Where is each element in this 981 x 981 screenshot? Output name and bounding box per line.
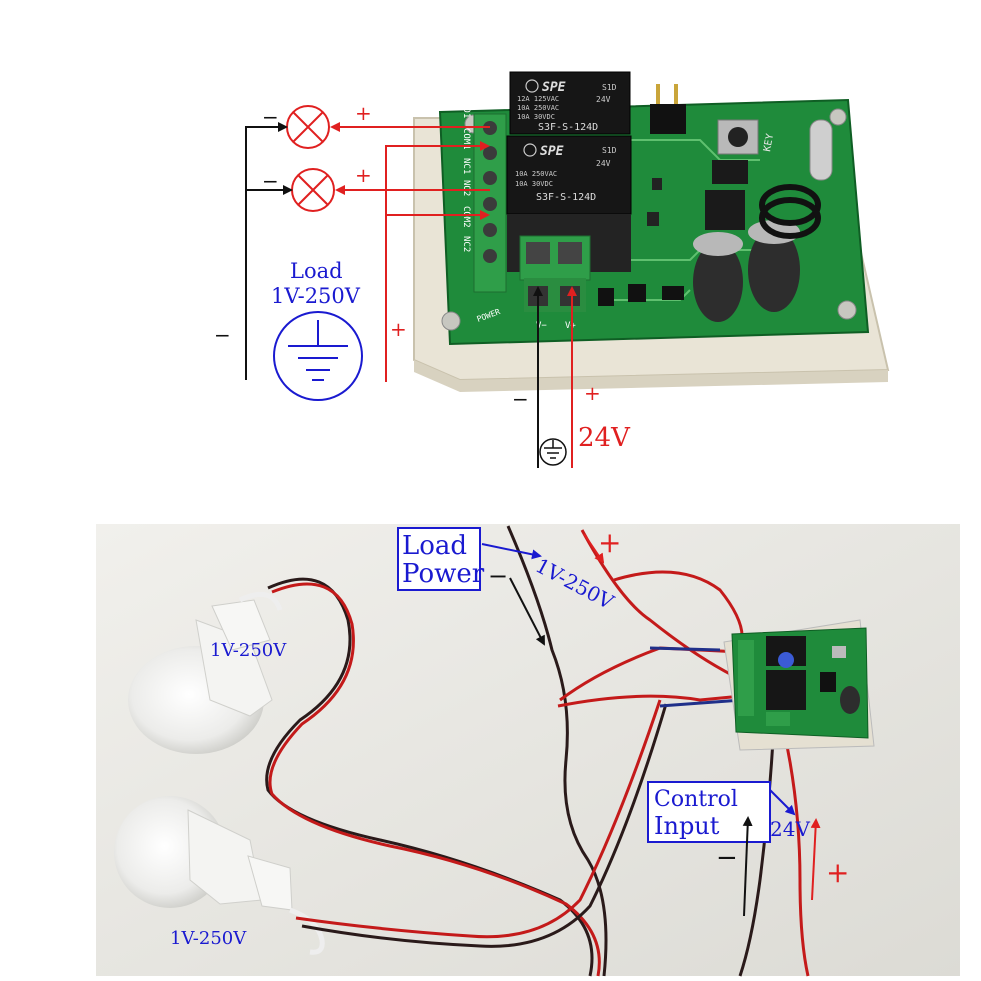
- load-power-minus: −: [488, 562, 508, 590]
- load-power-box: Load Power: [397, 527, 485, 591]
- load-ground-icon: [273, 311, 363, 401]
- power-minus-label: −: [512, 387, 529, 411]
- relay-1-code: S1D: [602, 83, 617, 92]
- photo-relay-board: [723, 619, 875, 751]
- terminal-label-no1: NO1: [461, 102, 471, 118]
- relay-2-code: S1D: [602, 146, 617, 155]
- power-voltage-label: 24V: [578, 423, 631, 453]
- terminal-label-no2: NO2: [461, 180, 471, 196]
- power-plus-label: +: [584, 381, 601, 405]
- terminal-label-com1: COM1: [461, 128, 471, 150]
- bulb-bottom-voltage: 1V-250V: [170, 928, 247, 949]
- bottom-wiring-photo: Load Power 1V-250V − + 1V-250V 1V-250V C…: [96, 524, 960, 977]
- power-ground-icon: [539, 438, 567, 466]
- mid-plus-label: +: [390, 317, 407, 341]
- power-terminal-block: POWER V− V+: [476, 235, 591, 331]
- top-wiring-diagram: SPE S1D 12A 125VAC 10A 250VAC 10A 30VDC …: [214, 71, 890, 468]
- control-plus-arrow: [810, 818, 821, 901]
- relay-1-brand: SPE: [542, 80, 566, 95]
- relay-1-rating-3: 10A 30VDC: [517, 113, 555, 121]
- relay-1-model: S3F-S-124D: [538, 122, 598, 133]
- control-pointer: [769, 789, 796, 816]
- load-power-line-2: Power: [402, 559, 485, 589]
- left-minus-label: −: [214, 323, 231, 347]
- antenna-coil: [759, 119, 833, 239]
- load-power-pointer: [481, 543, 542, 560]
- v-minus-label: V−: [536, 321, 547, 331]
- relay-2-rating-2: 10A 30VDC: [515, 180, 553, 188]
- lamp-1-plus: +: [355, 101, 372, 125]
- load-plus-arrow: [583, 533, 605, 564]
- relay-2-model: S3F-S-124D: [536, 192, 596, 203]
- lamp-2-minus: −: [262, 169, 279, 193]
- live-wiring: [330, 122, 490, 382]
- load-voltage-label: 1V-250V: [271, 284, 361, 308]
- lamp-2-plus: +: [355, 163, 372, 187]
- ground-wiring: [245, 122, 293, 380]
- key-label: KEY: [762, 133, 776, 153]
- lamp-2: [291, 168, 335, 212]
- bulb-bottom: [114, 796, 325, 955]
- relay-2-rating-1: 10A 250VAC: [515, 170, 557, 178]
- photo-wires: [265, 525, 810, 977]
- relay-1-rating-1: 12A 125VAC: [517, 95, 559, 103]
- jumper-header: [650, 84, 686, 134]
- relay-2-coil: 24V: [596, 159, 611, 168]
- lamp-1: [286, 105, 330, 149]
- control-plus: +: [826, 856, 849, 889]
- v-plus-label: V+: [565, 321, 576, 331]
- relay-1-rating-2: 10A 250VAC: [517, 104, 559, 112]
- key-button: KEY: [717, 119, 776, 155]
- power-supply-wiring: [533, 286, 577, 468]
- control-input-box: Control Input: [647, 781, 771, 843]
- photo-background: [96, 524, 960, 976]
- control-voltage: 24V: [770, 817, 810, 841]
- bulb-top: [128, 591, 283, 754]
- control-minus-arrow: [742, 816, 753, 917]
- output-terminal-block: NO1 COM1 NC1 NO2 COM2 NC2: [461, 102, 507, 293]
- control-input-line-2: Input: [654, 812, 720, 840]
- terminal-label-nc1: NC1: [461, 158, 471, 174]
- terminal-label-nc2: NC2: [461, 236, 471, 252]
- relay-1-coil: 24V: [596, 95, 611, 104]
- terminal-labels: NO1 COM1 NC1 NO2 COM2 NC2: [461, 102, 471, 252]
- terminal-screws: [483, 121, 497, 263]
- load-minus-arrow: [509, 577, 545, 646]
- electrolytic-capacitors: [693, 220, 800, 322]
- load-power-line-1: Load: [402, 531, 467, 561]
- load-label: Load: [290, 259, 343, 283]
- ic-chips: [598, 160, 748, 306]
- lamp-1-minus: −: [262, 105, 279, 129]
- control-minus: −: [716, 843, 738, 873]
- relay-1: SPE S1D 12A 125VAC 10A 250VAC 10A 30VDC …: [509, 71, 631, 135]
- terminal-label-com2: COM2: [461, 206, 471, 228]
- bulb-top-voltage: 1V-250V: [210, 640, 287, 661]
- relay-2-brand: SPE: [540, 144, 564, 159]
- load-power-plus: +: [598, 526, 621, 559]
- control-input-line-1: Control: [654, 787, 738, 812]
